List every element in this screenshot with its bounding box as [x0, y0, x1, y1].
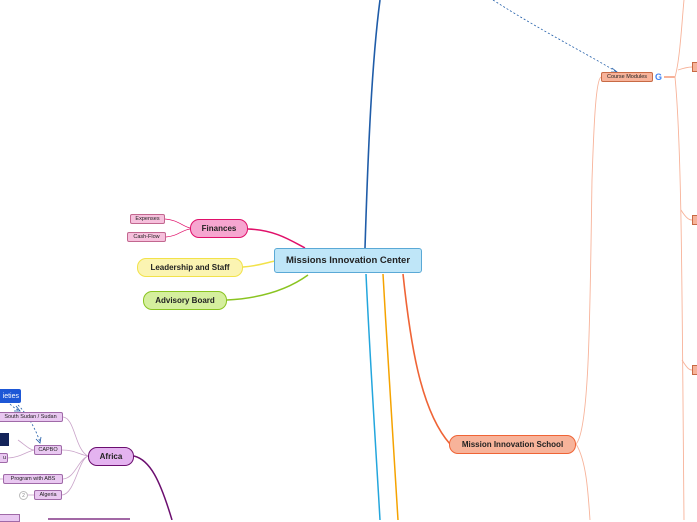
subtopic-south-sudan-label: South Sudan / Sudan: [4, 414, 57, 420]
topic-leadership-label: Leadership and Staff: [150, 263, 230, 272]
connector-capbo-left: [17, 439, 35, 451]
connector-right-trunk: [674, 0, 685, 78]
connector-bottom-cyan: [365, 273, 381, 520]
connector-right-trunk2: [674, 76, 685, 520]
relationship-dashed-south: [9, 403, 21, 412]
connector-africa-down: [133, 455, 173, 520]
relationship-dashed: [492, 0, 618, 73]
connector-algeria: [61, 455, 89, 496]
relationship-dashed-capbo: [17, 404, 41, 443]
subtopic-south-sudan[interactable]: South Sudan / Sudan: [0, 412, 63, 422]
algeria-count-label: 2: [22, 492, 25, 499]
logo-image-partial: [0, 433, 9, 446]
subtopic-partial-u-label: u: [2, 455, 6, 461]
connector-capbo: [61, 449, 89, 457]
subtopic-program-abs[interactable]: Program with ABS: [3, 474, 63, 484]
subtopic-partial-u[interactable]: u: [0, 453, 8, 463]
subtopic-course-modules-label: Course Modules: [606, 74, 648, 80]
subtopic-cashflow-label: Cash-Flow: [133, 234, 160, 240]
relationship-arrow-capbo: [35, 436, 42, 444]
subtopic-algeria[interactable]: Algeria: [34, 490, 62, 500]
connector-school-down: [575, 443, 591, 520]
topic-finances-label: Finances: [201, 224, 237, 233]
topic-school-label: Mission Innovation School: [461, 440, 564, 449]
subtopic-capbo-label: CAPBO: [38, 447, 58, 453]
relationship-arrow-south: [14, 405, 21, 412]
subtopic-expenses[interactable]: Expenses: [130, 214, 165, 224]
connector-right-c: [681, 359, 693, 371]
subtopic-algeria-label: Algeria: [39, 492, 57, 498]
connector-leadership: [242, 260, 276, 268]
topic-school[interactable]: Mission Innovation School: [449, 435, 576, 454]
connector-finances: [247, 228, 306, 249]
topic-advisory[interactable]: Advisory Board: [143, 291, 227, 310]
topic-africa[interactable]: Africa: [88, 447, 134, 466]
connector-expenses: [164, 218, 191, 229]
subtopic-societies-label: ieties: [2, 392, 19, 400]
google-icon[interactable]: G: [655, 72, 663, 82]
subtopic-course-modules[interactable]: Course Modules: [601, 72, 653, 82]
algeria-count-badge[interactable]: 2: [19, 491, 28, 500]
subtopic-societies[interactable]: ieties: [0, 389, 21, 403]
subtopic-capbo[interactable]: CAPBO: [34, 445, 62, 455]
right-edge-node-3[interactable]: [692, 365, 697, 375]
right-edge-node-2[interactable]: [692, 215, 697, 225]
topic-leadership[interactable]: Leadership and Staff: [137, 258, 243, 277]
subtopic-bottom-partial[interactable]: [0, 514, 20, 522]
connector-right-a: [677, 66, 693, 71]
topic-africa-label: Africa: [99, 452, 123, 461]
connector-school: [402, 273, 451, 445]
connector-u-left: [7, 449, 35, 459]
connector-cashflow: [165, 228, 191, 238]
connector-south-sudan: [62, 416, 89, 457]
connector-bottom-orange: [382, 273, 399, 520]
connector-advisory: [226, 274, 309, 301]
topic-finances[interactable]: Finances: [190, 219, 248, 238]
connector-right-b: [680, 209, 693, 221]
subtopic-expenses-label: Expenses: [135, 216, 160, 222]
connector-course-modules: [575, 76, 602, 445]
right-edge-node-1[interactable]: [692, 62, 697, 72]
subtopic-cashflow[interactable]: Cash-Flow: [127, 232, 166, 242]
central-topic[interactable]: Missions Innovation Center: [274, 248, 422, 273]
connector-top: [364, 0, 381, 249]
central-topic-label: Missions Innovation Center: [285, 255, 411, 266]
topic-advisory-label: Advisory Board: [155, 296, 215, 305]
subtopic-program-abs-label: Program with ABS: [10, 476, 56, 482]
